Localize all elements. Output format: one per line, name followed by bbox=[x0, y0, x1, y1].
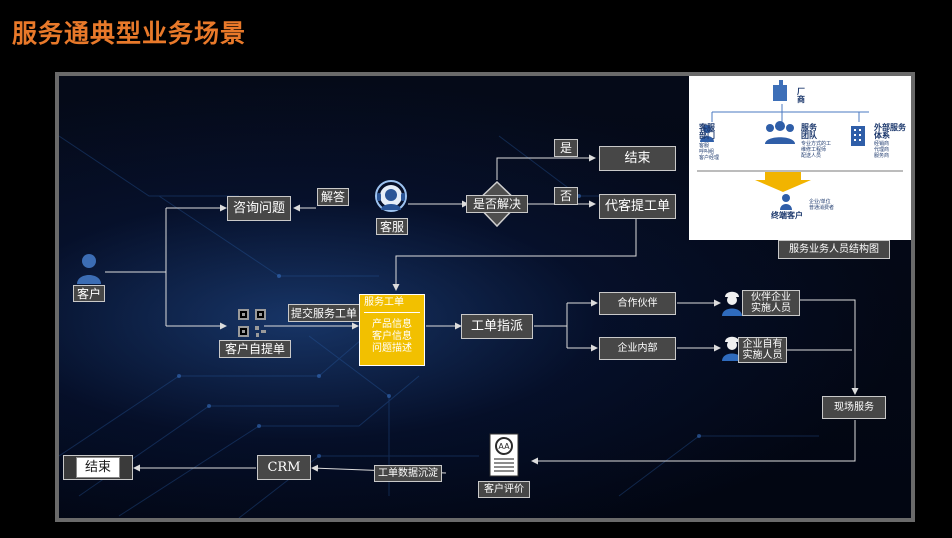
org-lines bbox=[697, 80, 903, 210]
dept-cs-line-1: 客服 bbox=[699, 123, 715, 132]
qr-code-icon bbox=[238, 309, 266, 337]
partner-staff-label: 伙伴企业 实施人员 bbox=[742, 290, 800, 316]
service-ticket-card: 服务工单 产品信息 客户信息 问题描述 bbox=[359, 294, 425, 366]
dept-cs-item-1: 客服 bbox=[699, 143, 710, 149]
vendor-line-2: 商 bbox=[797, 95, 805, 105]
customer-person-icon bbox=[77, 254, 101, 284]
no-label: 否 bbox=[554, 187, 578, 205]
dept-service-item-3: 配送人员 bbox=[801, 152, 822, 159]
partner-staff-line-1: 伙伴企业 bbox=[751, 291, 791, 303]
submit-ticket-label: 提交服务工单 bbox=[288, 304, 360, 322]
data-sink-label: 工单数据沉淀 bbox=[374, 465, 442, 482]
evaluation-form-icon: AA bbox=[489, 433, 519, 477]
dept-service-item-1: 专业方式的工 bbox=[801, 141, 832, 147]
end-customer-item-2: 普通消费者 bbox=[809, 204, 835, 211]
dept-service-items: 专业方式的工 维修工程师 配送人员 bbox=[801, 141, 832, 159]
own-staff-line-1: 企业自有 bbox=[742, 338, 783, 350]
self-ticket-label: 客户自提单 bbox=[219, 340, 291, 358]
end-customer-label: 终端客户 bbox=[771, 211, 803, 220]
partner-box: 合作伙伴 bbox=[599, 292, 676, 315]
dept-cs-item-2: 呼叫组 bbox=[699, 148, 715, 155]
crm-box: CRM bbox=[257, 455, 311, 480]
answer-label: 解答 bbox=[317, 188, 349, 206]
dispatch-box: 工单指派 bbox=[461, 314, 533, 339]
solved-question-label: 是否解决 bbox=[466, 195, 528, 213]
dept-external-label: 外部服务 体系 bbox=[874, 123, 906, 141]
dept-external-line-2: 体系 bbox=[874, 131, 890, 141]
dept-external-item-1: 经销商 bbox=[874, 141, 890, 147]
dept-cs-items: 客服 呼叫组 客户经理 bbox=[699, 143, 720, 161]
evaluation-label: 客户评价 bbox=[478, 481, 530, 498]
dept-external-item-2: 代理商 bbox=[874, 146, 890, 153]
org-structure-panel: 厂 商 客服 部门 客服 呼叫组 客户经理 服务 团队 专业方式的工 维修工程师… bbox=[689, 76, 911, 240]
dept-external-items: 经销商 代理商 服务商 bbox=[874, 141, 890, 159]
background-circuit-lines bbox=[59, 95, 911, 518]
vendor-line-1: 厂 bbox=[797, 87, 805, 96]
ticket-field-problem: 问题描述 bbox=[372, 343, 412, 354]
ticket-field-customer: 客户信息 bbox=[372, 331, 412, 342]
partner-staff-line-2: 实施人员 bbox=[751, 303, 791, 314]
proxy-ticket-box: 代客提工单 bbox=[599, 194, 676, 219]
customer-label: 客户 bbox=[73, 285, 105, 302]
customer-service-label: 客服 bbox=[376, 218, 408, 235]
end-bottom-label: 结束 bbox=[75, 457, 120, 478]
end-customer-items: 企业/单位 普通消费者 bbox=[809, 199, 835, 212]
end-customer-item-1: 企业/单位 bbox=[809, 199, 831, 205]
dept-cs-label: 客服 部门 bbox=[699, 123, 715, 141]
headset-agent-icon bbox=[375, 180, 407, 212]
end-top-box: 结束 bbox=[599, 146, 676, 171]
vendor-label: 厂 商 bbox=[797, 87, 805, 105]
consult-question-box: 咨询问题 bbox=[227, 196, 291, 221]
own-staff-label: 企业自有 实施人员 bbox=[738, 337, 787, 363]
page-title: 服务通典型业务场景 bbox=[12, 19, 247, 48]
ticket-field-product: 产品信息 bbox=[372, 319, 412, 330]
onsite-service-box: 现场服务 bbox=[822, 396, 886, 419]
org-chart-caption: 服务业务人员结构图 bbox=[778, 240, 890, 259]
yes-label: 是 bbox=[554, 139, 578, 157]
dept-cs-line-2: 部门 bbox=[699, 131, 715, 141]
dept-external-item-3: 服务商 bbox=[874, 152, 890, 159]
dept-service-line-1: 服务 bbox=[801, 123, 817, 132]
dept-service-label: 服务 团队 bbox=[801, 123, 817, 141]
engineer-partner-icon bbox=[722, 291, 742, 316]
engineer-own-icon bbox=[722, 336, 742, 361]
internal-box: 企业内部 bbox=[599, 337, 676, 360]
dept-cs-item-3: 客户经理 bbox=[699, 154, 720, 161]
own-staff-line-2: 实施人员 bbox=[742, 350, 783, 361]
dept-service-item-2: 维修工程师 bbox=[801, 146, 827, 153]
svg-text:AA: AA bbox=[498, 442, 510, 451]
dept-external-line-1: 外部服务 bbox=[874, 123, 906, 132]
dept-service-line-2: 团队 bbox=[801, 131, 817, 141]
end-bottom-box: 结束 bbox=[63, 455, 133, 480]
down-arrow-icon bbox=[755, 172, 811, 192]
service-ticket-title: 服务工单 bbox=[364, 297, 420, 313]
